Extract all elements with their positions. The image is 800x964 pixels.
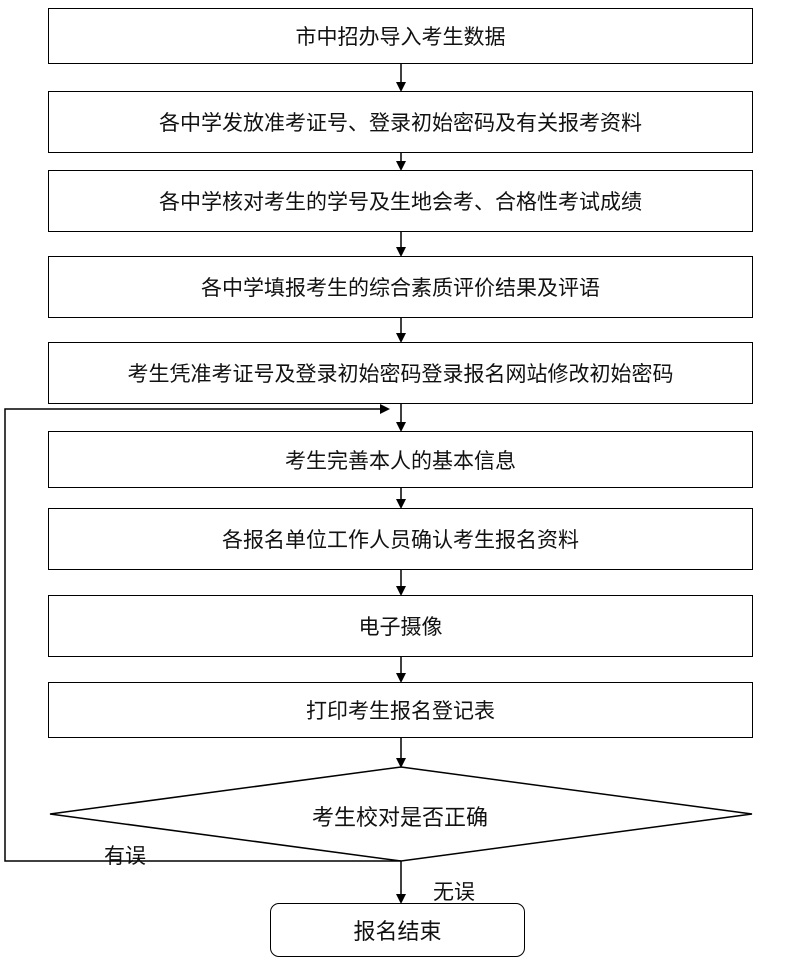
label-no-error: 无误 (433, 880, 475, 904)
step-label: 各中学填报考生的综合素质评价结果及评语 (201, 276, 600, 300)
step-label: 打印考生报名登记表 (306, 699, 495, 723)
step-print-form: 打印考生报名登记表 (48, 682, 753, 738)
step-label: 考生完善本人的基本信息 (285, 448, 516, 473)
step-label: 各中学核对考生的学号及生地会考、合格性考试成绩 (159, 190, 642, 214)
label-has-error: 有误 (104, 844, 146, 868)
step-label: 考生凭准考证号及登录初始密码登录报名网站修改初始密码 (127, 362, 674, 386)
step-label: 各报名单位工作人员确认考生报名资料 (222, 528, 579, 552)
step-distribute-credentials: 各中学发放准考证号、登录初始密码及有关报考资料 (48, 91, 753, 153)
loop-back-line (4, 404, 401, 862)
step-label: 电子摄像 (358, 615, 443, 639)
step-confirm-materials: 各报名单位工作人员确认考生报名资料 (48, 508, 753, 570)
step-import-data: 市中招办导入考生数据 (48, 8, 753, 64)
step-label: 各中学发放准考证号、登录初始密码及有关报考资料 (159, 111, 642, 135)
step-label: 市中招办导入考生数据 (295, 25, 506, 49)
step-login-change-password: 考生凭准考证号及登录初始密码登录报名网站修改初始密码 (48, 342, 753, 404)
step-complete-info: 考生完善本人的基本信息 (48, 431, 753, 488)
step-fill-evaluation: 各中学填报考生的综合素质评价结果及评语 (48, 256, 753, 318)
end-terminal: 报名结束 (270, 903, 525, 957)
decision-text: 考生校对是否正确 (311, 806, 488, 831)
step-photo: 电子摄像 (48, 595, 753, 657)
step-verify-scores: 各中学核对考生的学号及生地会考、合格性考试成绩 (48, 170, 753, 232)
end-label: 报名结束 (353, 920, 442, 945)
